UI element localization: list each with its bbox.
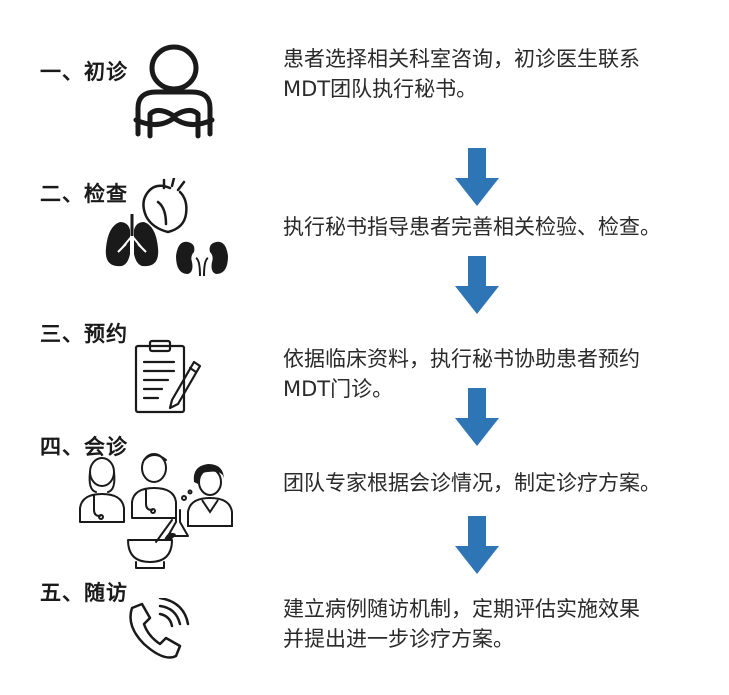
step-3-title: 三、预约: [40, 322, 128, 346]
doctors-team-icon: [79, 453, 233, 569]
step-1-desc: 患者选择相关科室咨询，初诊医生联系 MDT团队执行秘书。: [283, 44, 640, 104]
down-arrow-3: [455, 388, 499, 446]
clipboard-icon: [134, 339, 202, 414]
down-arrow-4: [455, 516, 499, 574]
step-1-desc-line-2: MDT团队执行秘书。: [283, 77, 478, 101]
phone-icon: [129, 598, 190, 659]
step-3-desc-line-2: MDT门诊。: [283, 377, 394, 401]
patient-icon: [133, 44, 215, 139]
step-2-title: 二、检查: [40, 182, 128, 206]
step-5-desc-line-1: 建立病例随访机制，定期评估实施效果: [283, 597, 640, 621]
step-4-title: 四、会诊: [40, 435, 128, 459]
step-1-desc-line-1: 患者选择相关科室咨询，初诊医生联系: [283, 47, 640, 71]
down-arrow-1: [455, 148, 499, 206]
step-2-desc: 执行秘书指导患者完善相关检验、检查。: [283, 212, 661, 242]
step-5-title: 五、随访: [40, 581, 128, 605]
step-5-desc-line-2: 并提出进一步诊疗方案。: [283, 627, 514, 651]
step-1-title: 一、初诊: [40, 60, 128, 84]
down-arrow-2: [455, 256, 499, 314]
step-2-desc-line-1: 执行秘书指导患者完善相关检验、检查。: [283, 215, 661, 239]
step-3-desc: 依据临床资料，执行秘书协助患者预约 MDT门诊。: [283, 344, 640, 404]
step-4-desc-line-1: 团队专家根据会诊情况，制定诊疗方案。: [283, 471, 661, 495]
step-5-desc: 建立病例随访机制，定期评估实施效果 并提出进一步诊疗方案。: [283, 594, 640, 654]
step-3-desc-line-1: 依据临床资料，执行秘书协助患者预约: [283, 347, 640, 371]
organs-icon: [105, 178, 228, 277]
step-4-desc: 团队专家根据会诊情况，制定诊疗方案。: [283, 468, 661, 498]
